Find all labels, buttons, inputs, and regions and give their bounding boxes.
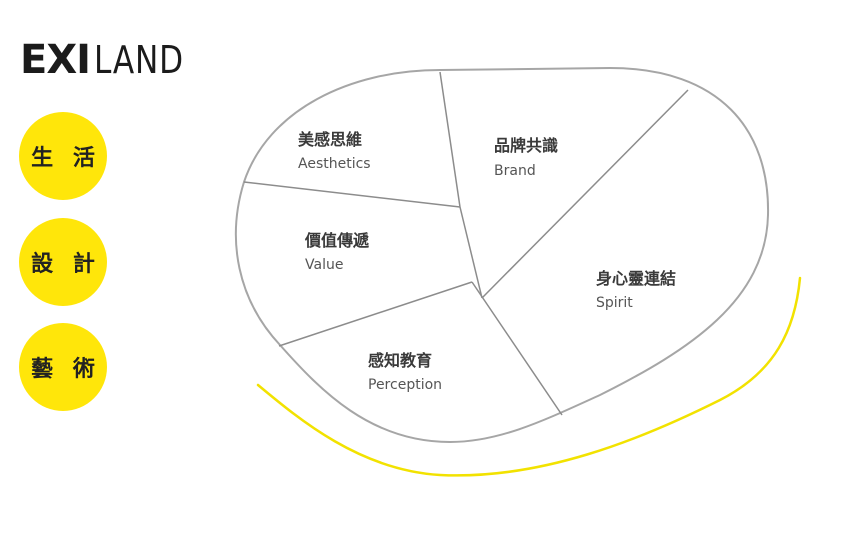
- section-spirit-subtitle: Spirit: [596, 295, 633, 311]
- section-aesthetics-subtitle: Aesthetics: [298, 156, 371, 172]
- divider-value-perception: [278, 281, 473, 347]
- section-perception-title: 感知教育: [368, 351, 432, 370]
- divider-value-brand: [459, 206, 483, 299]
- circle-art-label: 藝 術: [31, 357, 101, 382]
- circle-art: 藝 術: [19, 323, 107, 411]
- divider-perception-spirit: [471, 281, 563, 416]
- section-brand-title: 品牌共識: [494, 136, 558, 155]
- circle-life-label: 生 活: [31, 146, 101, 171]
- circle-design: 設 計: [19, 218, 107, 306]
- section-perception-subtitle: Perception: [368, 377, 442, 393]
- yellow-swoosh: [256, 276, 802, 477]
- section-value-title: 價值傳遞: [304, 231, 370, 250]
- circle-life: 生 活: [19, 112, 107, 200]
- logo-bold-text: EXI: [20, 37, 91, 83]
- divider-aesthetics-brand: [439, 71, 461, 208]
- pebble-outline: [234, 66, 770, 444]
- exiland-logo: EXI LAND: [20, 38, 204, 82]
- logo-light-text: LAND: [94, 38, 185, 82]
- section-spirit-title: 身心靈連結: [596, 269, 676, 288]
- divider-aesthetics-value: [243, 181, 461, 208]
- divider-brand-spirit: [481, 89, 689, 299]
- section-brand-subtitle: Brand: [494, 163, 536, 179]
- section-value-subtitle: Value: [305, 257, 343, 273]
- section-aesthetics-title: 美感思維: [298, 130, 362, 149]
- circle-design-label: 設 計: [31, 252, 101, 277]
